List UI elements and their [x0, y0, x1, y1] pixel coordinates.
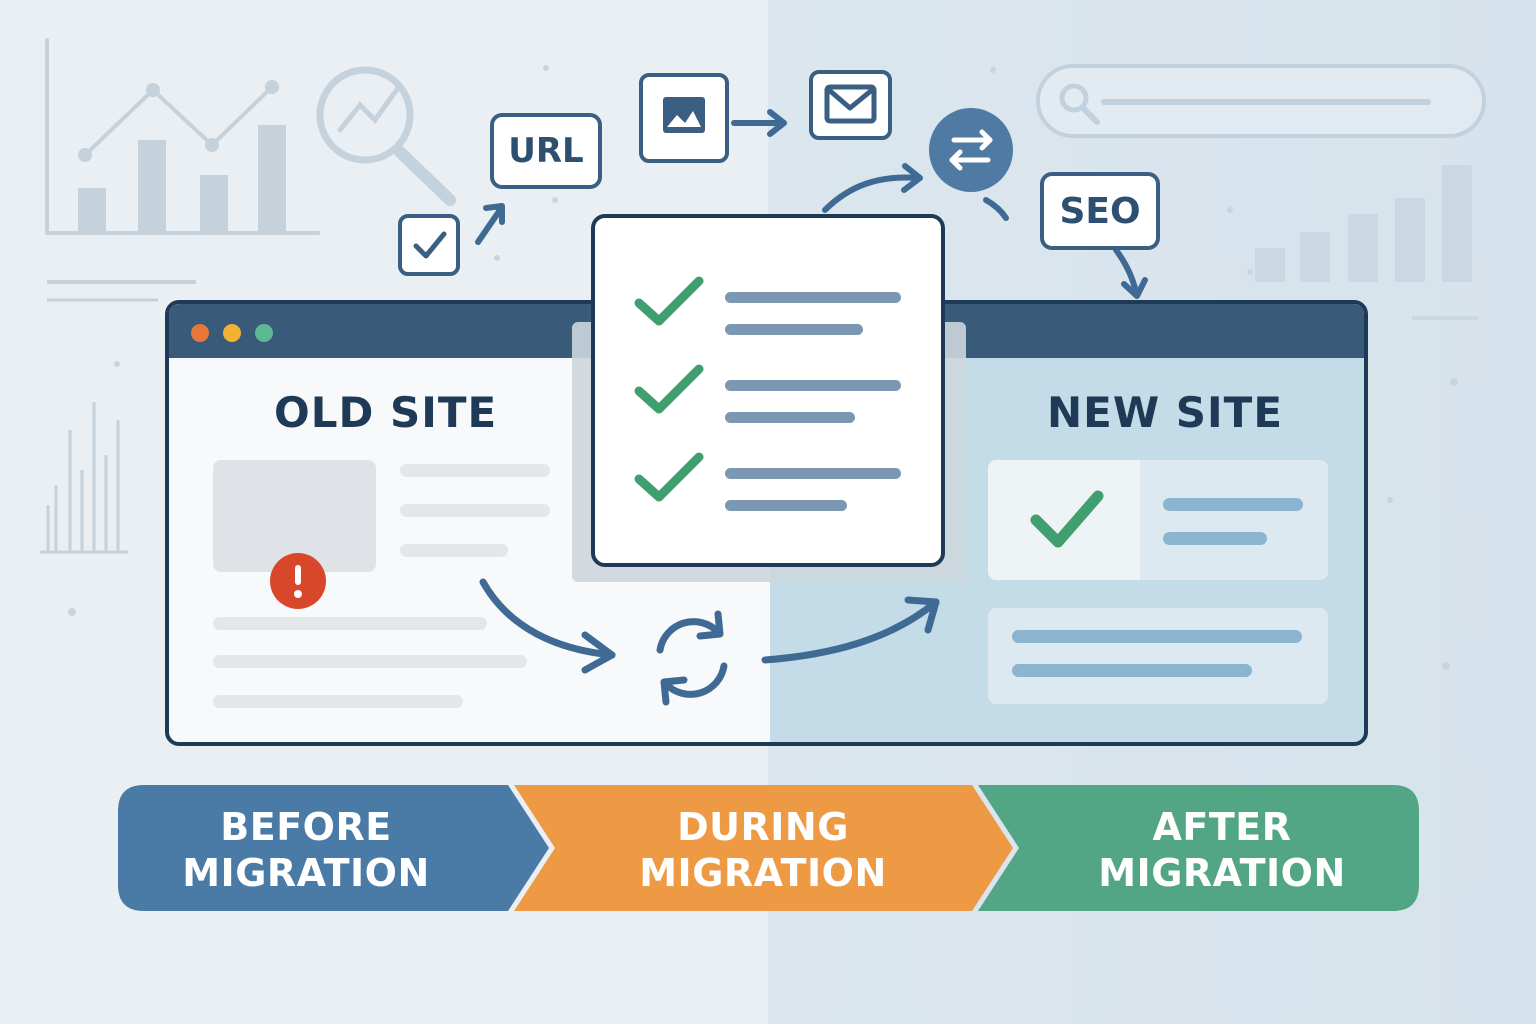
check-icon [634, 364, 704, 414]
stage-after-line1: AFTER [1152, 805, 1292, 849]
new-site-card [988, 460, 1328, 580]
stage-during-line1: DURING [677, 805, 849, 849]
new-site-title: NEW SITE [1047, 388, 1284, 437]
check-icon [634, 452, 704, 502]
stage-before-label: BEFORE MIGRATION [146, 804, 466, 896]
checklist-items [634, 276, 901, 511]
new-site-text-line [1012, 630, 1302, 643]
new-site-card-check-area [988, 460, 1140, 580]
old-site-text-line [213, 655, 527, 668]
bar-chart-icon [1255, 165, 1472, 282]
seo-badge: SEO [1040, 172, 1160, 250]
window-dot-red [191, 324, 209, 342]
checkmark-icon [1030, 490, 1104, 548]
stage-before-shape [118, 785, 549, 911]
window-dot-green [255, 324, 273, 342]
stage-during-shape [514, 785, 1013, 911]
stage-after-shape [978, 785, 1419, 911]
old-site-text-line [400, 464, 550, 477]
migration-checklist [591, 214, 945, 567]
old-site-text-line [400, 504, 550, 517]
new-site-text-line [1163, 532, 1267, 545]
image-icon [639, 73, 729, 163]
stage-before-line1: BEFORE [220, 805, 392, 849]
stage-during-label: DURING MIGRATION [603, 804, 923, 896]
check-icon [634, 276, 704, 326]
search-bar-line [1101, 99, 1431, 105]
window-dot-yellow [223, 324, 241, 342]
old-site-text-line [213, 695, 463, 708]
checkbox-icon [398, 214, 460, 276]
new-site-text-line [1012, 664, 1252, 677]
url-badge: URL [490, 113, 602, 189]
warning-icon [270, 553, 326, 609]
old-site-text-line [400, 544, 508, 557]
old-site-text-line [213, 617, 487, 630]
magnifier-chart-icon [316, 66, 456, 206]
new-site-text-line [1163, 498, 1303, 511]
stage-after-label: AFTER MIGRATION [1062, 804, 1382, 896]
old-site-title: OLD SITE [274, 388, 498, 437]
new-site-card [988, 608, 1328, 704]
stage-after-line2: MIGRATION [1098, 851, 1346, 895]
stage-during-line2: MIGRATION [639, 851, 887, 895]
stage-before-line2: MIGRATION [182, 851, 430, 895]
mail-icon [809, 70, 892, 140]
